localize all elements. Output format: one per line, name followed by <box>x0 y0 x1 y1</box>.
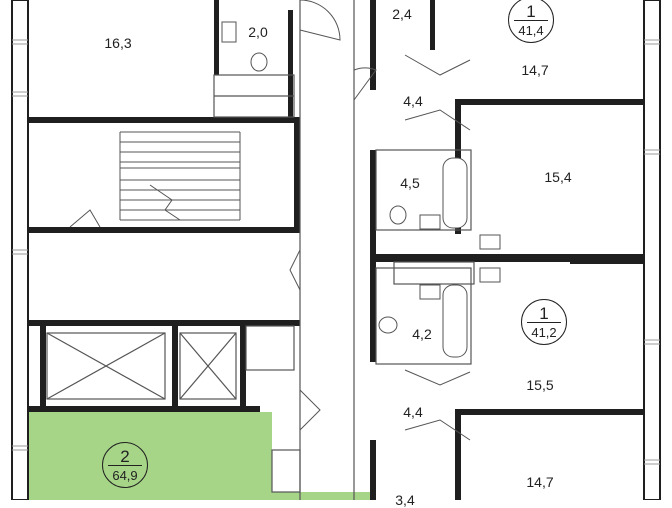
staircase <box>119 131 241 221</box>
apartment-number: 1 <box>539 304 549 323</box>
doors <box>69 0 471 441</box>
room-area-4-4-bottom: 4,4 <box>403 404 423 420</box>
sanitary-fixtures <box>221 21 501 358</box>
room-area-2-4: 2,4 <box>392 6 412 22</box>
badge-divider <box>527 322 561 323</box>
badge-divider <box>108 465 142 466</box>
apartment-number: 2 <box>120 447 130 466</box>
room-area-4-5: 4,5 <box>400 175 420 191</box>
apartment-area: 41,4 <box>518 23 544 38</box>
room-area-14-7-top: 14,7 <box>521 62 549 78</box>
interior-walls <box>28 0 644 500</box>
window-bars <box>455 99 600 105</box>
room-area-15-5: 15,5 <box>526 377 554 393</box>
badge-divider <box>514 20 548 21</box>
apartment-badge-1-mid[interactable]: 1 41,2 <box>521 299 567 345</box>
apartment-badge-2[interactable]: 2 64,9 <box>102 442 148 488</box>
apartment-area: 41,2 <box>531 325 557 340</box>
room-area-4-4-top: 4,4 <box>403 93 423 109</box>
room-area-2-0: 2,0 <box>248 24 268 40</box>
room-area-16-3: 16,3 <box>104 35 132 51</box>
apartment-badge-1-top[interactable]: 1 41,4 <box>508 0 554 43</box>
apartment-number: 1 <box>526 2 536 21</box>
apartment-2-highlight[interactable] <box>28 412 372 500</box>
room-area-14-7-bottom: 14,7 <box>526 474 554 490</box>
room-area-partial-bottom: 3,4 <box>395 492 415 508</box>
room-area-15-4: 15,4 <box>544 169 572 185</box>
room-area-4-2: 4,2 <box>412 326 432 342</box>
apartment-area: 64,9 <box>112 468 138 483</box>
exterior-walls <box>11 0 661 500</box>
